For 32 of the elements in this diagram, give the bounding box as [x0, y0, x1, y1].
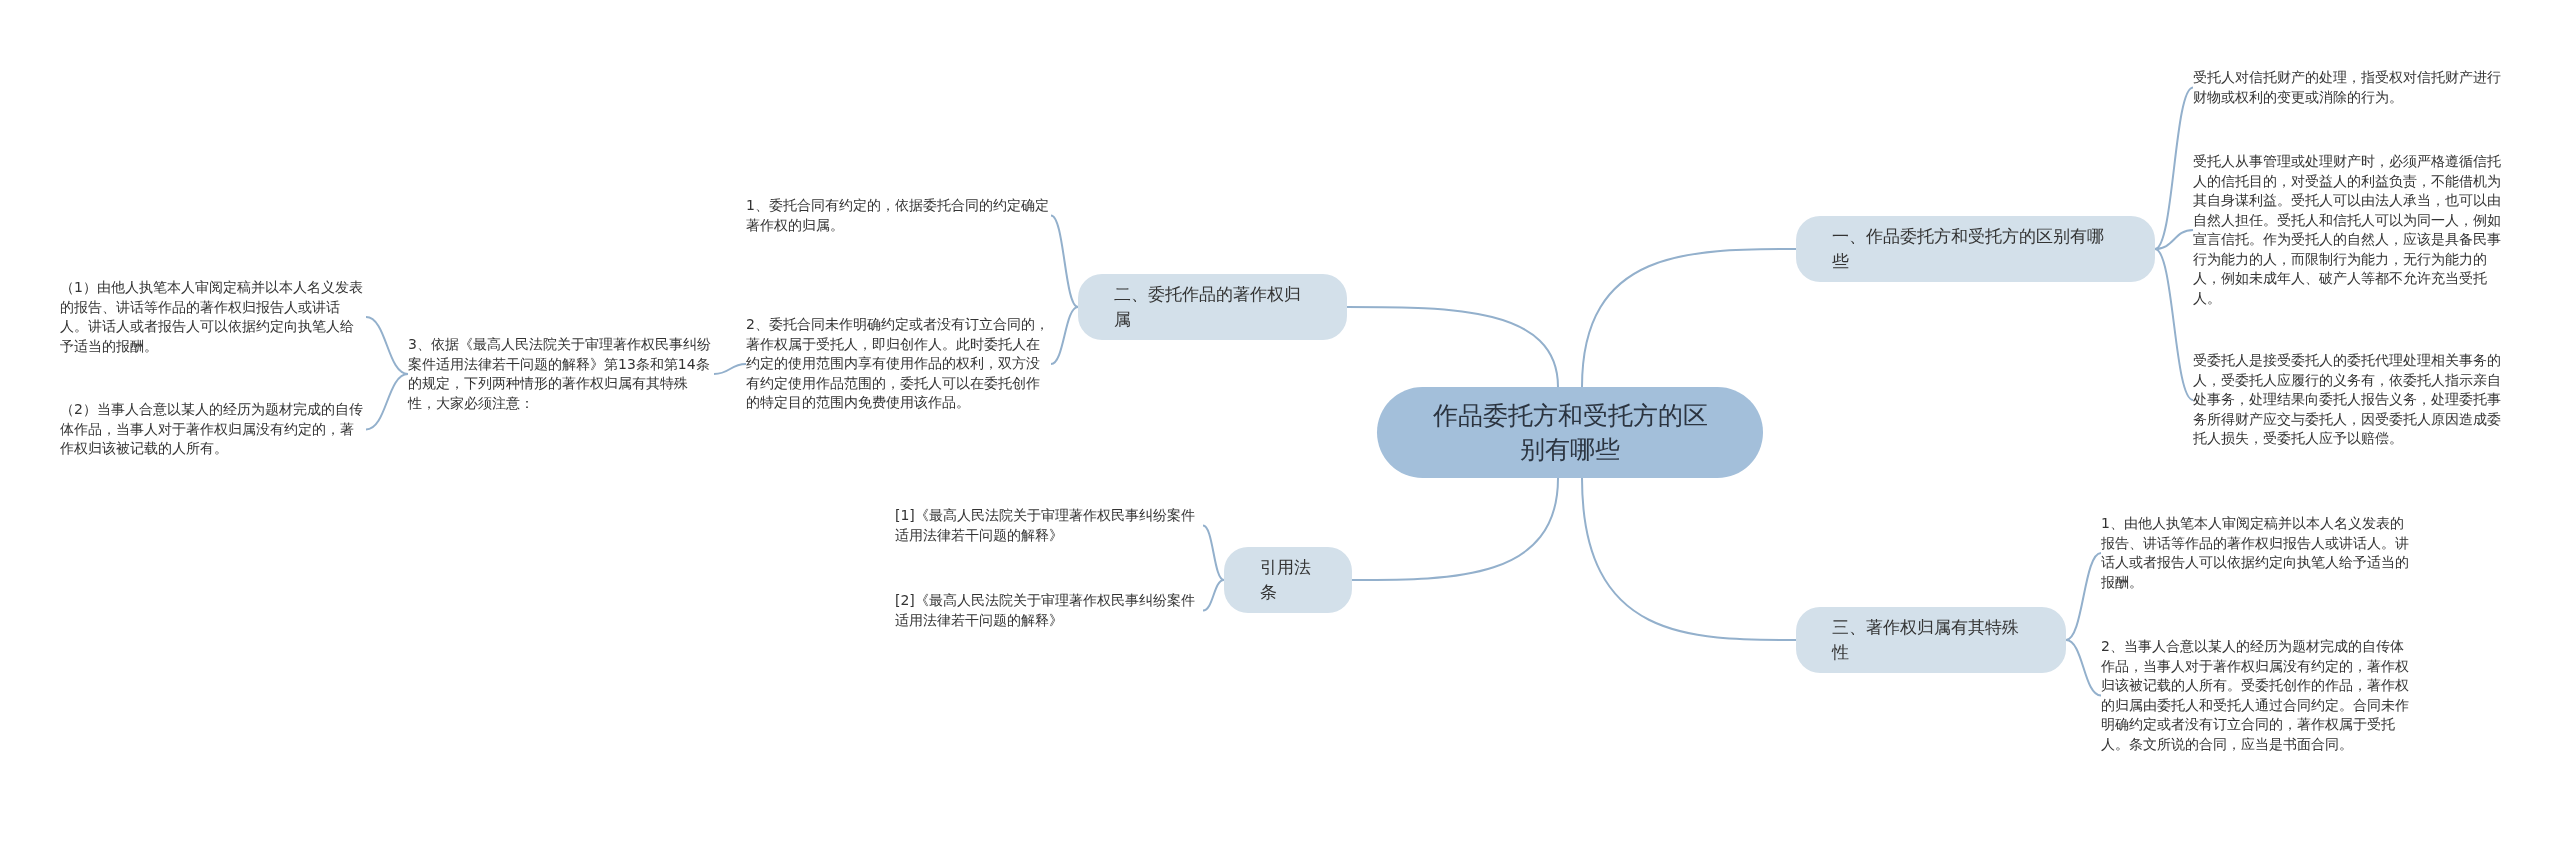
connector-line	[1050, 214, 1079, 308]
connector-line	[1351, 477, 1559, 581]
branch-topic: 引用法条	[1224, 547, 1352, 613]
connector-line	[1050, 306, 1079, 365]
branch-topic: 二、委托作品的著作权归属	[1078, 274, 1347, 340]
connector-line	[713, 363, 747, 375]
leaf-text: 受委托人是接受委托人的委托代理处理相关事务的人，受委托人应履行的义务有，依委托人指示亲自处事务，处理结果向委托人报告义务，处理委托事务所得财产应交与委托人，因受委托人原因造成委托人损失，受委托人应予以赔偿。	[2193, 351, 2505, 449]
leaf-text: [1]《最高人民法院关于审理著作权民事纠纷案件适用法律若干问题的解释》	[895, 506, 1203, 545]
connector-line	[1202, 579, 1225, 612]
connector-line	[2065, 552, 2102, 641]
leaf-text: 1、由他人执笔本人审阅定稿并以本人名义发表的报告、讲话等作品的著作权归报告人或讲话人。讲话人或者报告人可以依据约定向执笔人给予适当的报酬。	[2101, 514, 2413, 592]
connector-line	[365, 373, 409, 431]
leaf-text: 1、委托合同有约定的，依据委托合同的约定确定著作权的归属。	[746, 196, 1051, 235]
leaf-text: （1）由他人执笔本人审阅定稿并以本人名义发表的报告、讲话等作品的著作权归报告人或讲话人。讲话人或者报告人可以依据约定向执笔人给予适当的报酬。	[60, 278, 366, 356]
connector-line	[1581, 477, 1797, 641]
leaf-text: 2、当事人合意以某人的经历为题材完成的自传体作品，当事人对于著作权归属没有约定的，著作权归该被记载的人所有。受委托创作的作品，著作权的归属由委托人和受托人通过合同约定。合同未作明确约定或者没有订立合同的，著作权属于受托人。条文所说的合同，应当是书面合同。	[2101, 637, 2413, 754]
connector-line	[1202, 524, 1225, 581]
connector-line	[2154, 86, 2194, 250]
leaf-text: （2）当事人合意以某人的经历为题材完成的自传体作品，当事人对于著作权归属没有约定的，著作权归该被记载的人所有。	[60, 400, 366, 459]
leaf-text: 受托人对信托财产的处理，指受权对信托财产进行财物或权利的变更或消除的行为。	[2193, 68, 2505, 107]
connector-line	[2154, 229, 2194, 250]
connector-line	[2065, 639, 2102, 697]
leaf-text: 2、委托合同未作明确约定或者没有订立合同的，著作权属于受托人，即归创作人。此时委托人在约定的使用范围内享有使用作品的权利，双方没有约定使用作品范围的，委托人可以在委托创作的特定目的范围内免费使用该作品。	[746, 315, 1051, 413]
central-topic: 作品委托方和受托方的区别有哪些	[1377, 387, 1763, 478]
leaf-text: 受托人从事管理或处理财产时，必须严格遵循信托人的信托目的，对受益人的利益负责，不能借机为其自身谋利益。受托人可以由法人承当，也可以由自然人担任。受托人和信托人可以为同一人，例如宣言信托。作为受托人的自然人，应该是具备民事行为能力的人，而限制行为能力，无行为能力的人，例如未成年人、破产人等都不允许充当受托人。	[2193, 152, 2505, 308]
branch-topic: 三、著作权归属有其特殊性	[1796, 607, 2066, 673]
connector-line	[2154, 248, 2194, 401]
connector-line	[1346, 306, 1559, 388]
leaf-text: [2]《最高人民法院关于审理著作权民事纠纷案件适用法律若干问题的解释》	[895, 591, 1203, 630]
leaf-text: 3、依据《最高人民法院关于审理著作权民事纠纷案件适用法律若干问题的解释》第13条和第14条的规定，下列两种情形的著作权归属有其特殊性，大家必须注意：	[408, 335, 714, 413]
branch-topic: 一、作品委托方和受托方的区别有哪些	[1796, 216, 2155, 282]
connector-line	[1581, 248, 1797, 388]
